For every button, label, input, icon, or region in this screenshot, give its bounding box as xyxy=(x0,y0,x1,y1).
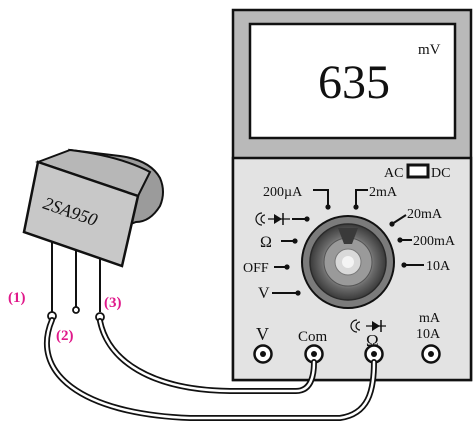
ac-label: AC xyxy=(384,166,403,181)
pin-label-1: (1) xyxy=(8,290,26,306)
range-label-20ma: 20mA xyxy=(407,207,443,222)
jack-label-10a: 10A xyxy=(416,327,441,342)
ac-dc-slider[interactable] xyxy=(408,165,428,177)
dc-label: DC xyxy=(431,166,450,181)
display-unit: mV xyxy=(418,42,441,58)
jack-label-com: Com xyxy=(298,329,328,345)
transistor: 2SA950 (1) (2) (3) xyxy=(8,150,163,344)
jack-label-v: V xyxy=(256,324,269,344)
range-label-v: V xyxy=(258,285,270,302)
range-label-ohm: Ω xyxy=(260,234,272,251)
rotary-knob[interactable] xyxy=(302,216,394,308)
display-value: 635 xyxy=(318,56,390,109)
lcd-display: 635 mV xyxy=(250,24,455,138)
range-label-200ua: 200µA xyxy=(263,185,303,200)
multimeter: 635 mV AC DC 200µA 2mA 20mA 200mA xyxy=(233,10,471,380)
range-label-200ma: 200mA xyxy=(413,234,456,249)
pin-label-3: (3) xyxy=(104,295,122,311)
clip-pin-2 xyxy=(73,307,79,313)
range-label-2ma: 2mA xyxy=(369,185,398,200)
range-label-off: OFF xyxy=(243,261,269,276)
pin-label-2: (2) xyxy=(56,328,74,344)
range-label-10a: 10A xyxy=(426,259,451,274)
jack-label-ma: mA xyxy=(419,311,441,326)
